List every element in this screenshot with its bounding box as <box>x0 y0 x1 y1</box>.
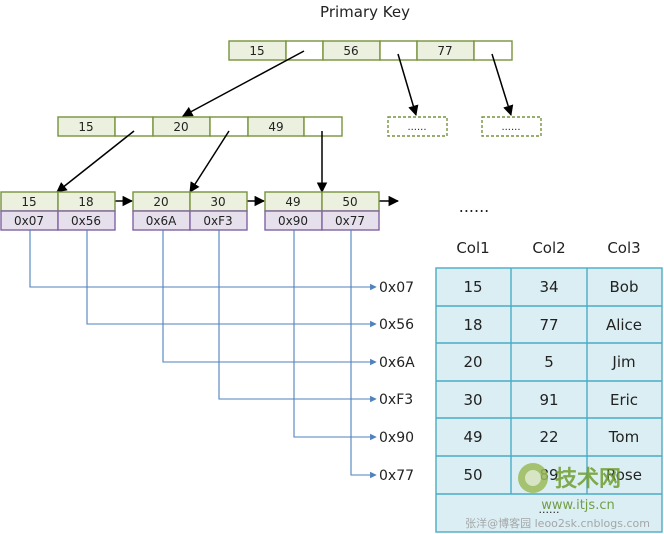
table-cell: 49 <box>463 428 482 446</box>
table-cell: Tom <box>608 428 639 446</box>
table-cell: 91 <box>539 391 558 409</box>
placeholder-node <box>481 116 542 137</box>
table-cell: 34 <box>539 278 558 296</box>
table-cell: Jim <box>611 353 635 371</box>
table-cell: Rose <box>606 466 642 484</box>
internal-pointer-cell <box>114 116 154 137</box>
pointer-line <box>86 230 377 328</box>
pointer-label: 0xF3 <box>379 392 413 408</box>
table-cell: 18 <box>463 316 482 334</box>
internal-pointer-cell <box>303 116 343 137</box>
table-cell: 77 <box>539 316 558 334</box>
placeholder-ellipsis: ...... <box>501 122 520 133</box>
leaf-node <box>264 191 380 231</box>
table-cell: Bob <box>610 278 639 296</box>
data-table <box>435 267 663 533</box>
table-header: Col1 <box>456 239 489 257</box>
internal-pointer-cell <box>209 116 249 137</box>
internal-key: 20 <box>173 120 188 134</box>
leaf-key: 20 <box>153 195 168 209</box>
placeholder-ellipsis: ...... <box>407 122 426 133</box>
pointer-line <box>350 230 377 479</box>
watermark-credit: 张洋@博客园 leoo2sk.cnblogs.com <box>465 516 650 530</box>
watermark-logo-text: 技术网 <box>555 467 621 492</box>
pointer-label: 0x6A <box>379 355 415 371</box>
table-cell: 50 <box>463 466 482 484</box>
root-key: 77 <box>437 44 452 58</box>
pointer-line <box>218 230 377 403</box>
internal-node <box>57 116 343 137</box>
leaf-addr: 0xF3 <box>203 214 232 228</box>
leaf-key: 18 <box>78 195 93 209</box>
leaf-addr: 0x77 <box>335 214 365 228</box>
pointer-label: 0x77 <box>379 468 414 484</box>
pointer-label: 0x07 <box>379 280 414 296</box>
leaf-key: 30 <box>210 195 225 209</box>
table-cell: 5 <box>544 353 554 371</box>
watermark-site: www.itjs.cn <box>541 498 614 513</box>
tree-arrows <box>56 50 514 207</box>
watermark-logo-icon <box>525 470 541 486</box>
pointer-label: 0x56 <box>379 317 414 333</box>
leaf-addr: 0x07 <box>14 214 44 228</box>
leaf-node <box>0 191 116 231</box>
leaf-addr: 0x56 <box>71 214 101 228</box>
tree-arrow <box>182 50 305 117</box>
root-key: 56 <box>343 44 358 58</box>
table-cell: 22 <box>539 428 558 446</box>
pointer-lines <box>29 230 377 479</box>
watermark: 技术网 www.itjs.cn 张洋@博客园 leoo2sk.cnblogs.c… <box>465 463 650 530</box>
pointer-line <box>29 230 377 291</box>
leaf-key: 49 <box>285 195 300 209</box>
leaf-node <box>132 191 248 231</box>
tree-arrow <box>189 130 230 193</box>
table-header: Col2 <box>532 239 565 257</box>
internal-key: 15 <box>78 120 93 134</box>
table-cell: Eric <box>610 391 638 409</box>
pointer-line <box>293 230 377 441</box>
table-cell: Alice <box>606 316 642 334</box>
internal-key: 49 <box>268 120 283 134</box>
table-cell: 30 <box>463 391 482 409</box>
root-key: 15 <box>249 44 264 58</box>
table-ellipsis: ...... <box>539 503 560 516</box>
pointer-label: 0x90 <box>379 430 414 446</box>
placeholder-node <box>387 116 448 137</box>
table-body <box>435 267 663 533</box>
table-cell: 15 <box>463 278 482 296</box>
leaf-addr: 0x6A <box>146 214 177 228</box>
leaf-key: 15 <box>21 195 36 209</box>
diagram-title: Primary Key <box>320 3 410 21</box>
table-cell: 20 <box>463 353 482 371</box>
root-pointer-cell <box>473 40 513 61</box>
tree-arrow <box>56 130 135 193</box>
pointer-line <box>162 230 377 366</box>
more-rows-ellipsis: ...... <box>459 197 490 216</box>
leaf-key: 50 <box>342 195 357 209</box>
tree-arrow <box>397 53 419 117</box>
tree-arrow <box>491 53 514 117</box>
leaf-addr: 0x90 <box>278 214 308 228</box>
table-header: Col3 <box>607 239 640 257</box>
root-node <box>228 40 513 61</box>
